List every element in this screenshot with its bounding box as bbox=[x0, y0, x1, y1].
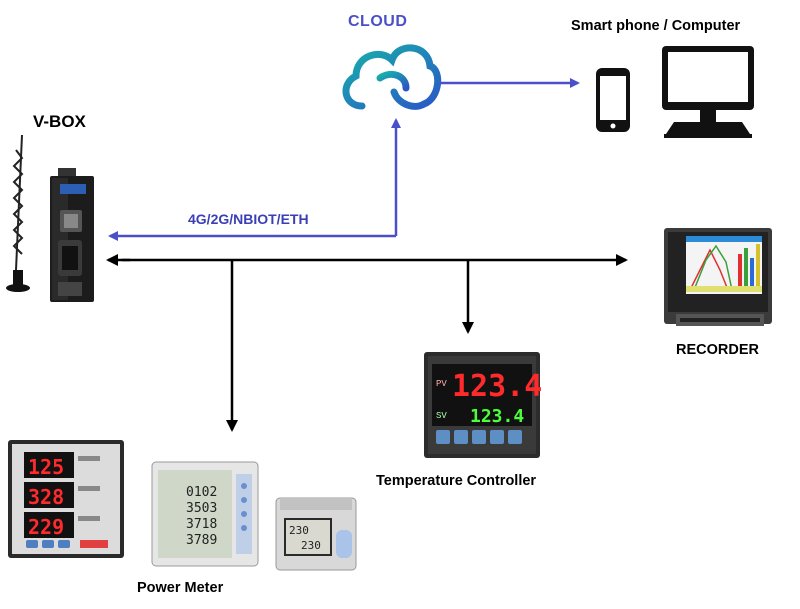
devices-label: Smart phone / Computer bbox=[571, 18, 741, 34]
cloud-icon bbox=[342, 44, 442, 110]
temperature-sv-readout: 123.4 bbox=[470, 406, 524, 427]
meter3-reading-1: 230 bbox=[289, 524, 309, 537]
temperature-sv-tag: SV bbox=[436, 411, 447, 421]
recorder-label: RECORDER bbox=[676, 342, 759, 358]
power-meter-reading-3: 229 bbox=[28, 515, 64, 539]
cloud-label: CLOUD bbox=[348, 13, 408, 30]
meter2-reading-1: 0102 bbox=[186, 485, 217, 500]
meter2-reading-3: 3718 bbox=[186, 517, 217, 532]
power-meter-reading-1: 125 bbox=[28, 455, 64, 479]
temperature-pv-tag: PV bbox=[436, 379, 447, 389]
recorder-icon bbox=[664, 228, 772, 326]
meter3-reading-2: 230 bbox=[301, 539, 321, 552]
vbox-label: V-BOX bbox=[33, 112, 86, 131]
power-meter-1-icon bbox=[8, 440, 124, 558]
power-meter-2-icon bbox=[151, 461, 259, 567]
power-meter-3-icon bbox=[275, 497, 357, 571]
temperature-pv-readout: 123.4 bbox=[452, 369, 542, 404]
power-meter-label: Power Meter bbox=[137, 580, 224, 596]
smartphone-icon bbox=[596, 68, 630, 132]
meter2-reading-2: 3503 bbox=[186, 501, 217, 516]
temperature-controller-label: Temperature Controller bbox=[376, 473, 537, 489]
computer-icon bbox=[662, 46, 754, 138]
temperature-controller-icon bbox=[424, 352, 540, 458]
network-link-label: 4G/2G/NBIOT/ETH bbox=[188, 211, 309, 227]
vbox-gateway-icon bbox=[6, 134, 94, 302]
power-meter-reading-2: 328 bbox=[28, 485, 64, 509]
meter2-reading-4: 3789 bbox=[186, 533, 217, 548]
